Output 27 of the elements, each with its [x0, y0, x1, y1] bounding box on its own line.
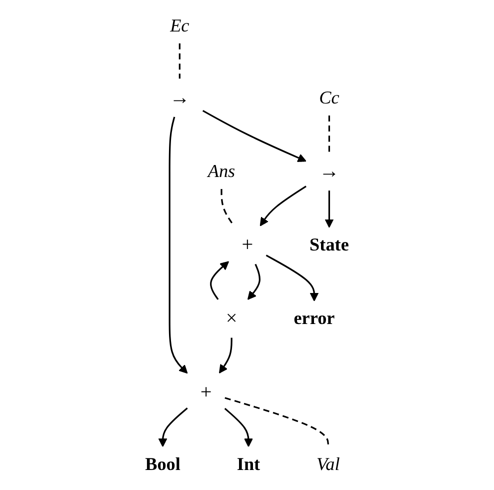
connector: [220, 189, 235, 226]
connector: [178, 43, 180, 79]
arrow: [266, 254, 319, 302]
node-text: +: [200, 381, 212, 404]
arrow: [158, 408, 188, 448]
node-text: →: [319, 160, 340, 182]
arrow: [260, 186, 306, 226]
node-text: Bool: [145, 454, 180, 474]
arrow: [168, 116, 188, 374]
node-text: →: [170, 86, 190, 109]
node-text: State: [310, 234, 349, 255]
arrow: [202, 110, 306, 162]
arrow: [210, 261, 230, 300]
node-text: Ec: [170, 15, 190, 36]
arrow: [247, 264, 260, 300]
arrow: [218, 338, 232, 374]
node-text: +: [242, 234, 254, 256]
node-text: ×: [226, 308, 238, 330]
node-text: Int: [236, 454, 260, 474]
node-text: error: [294, 308, 335, 328]
arrow: [324, 190, 334, 228]
node-text: Val: [316, 454, 340, 474]
node-text: Cc: [319, 87, 340, 108]
arrow: [224, 408, 253, 448]
connector: [328, 115, 330, 152]
node-text: Ans: [208, 160, 236, 181]
connector: [224, 397, 329, 447]
